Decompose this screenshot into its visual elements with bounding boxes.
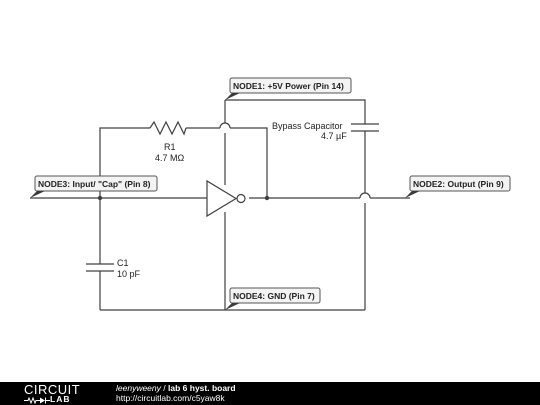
svg-text:NODE3: Input/ "Cap" (Pin 8): NODE3: Input/ "Cap" (Pin 8) [38, 179, 151, 189]
circuit-url[interactable]: http://circuitlab.com/c5yaw8k [116, 393, 225, 403]
wires [30, 99, 410, 311]
logo-text-top: CIRCUIT [24, 382, 81, 397]
bypass-value: 4.7 µF [321, 131, 347, 141]
node1-label: NODE1: +5V Power (Pin 14) [225, 77, 352, 100]
svg-text:NODE1: +5V Power (Pin 14): NODE1: +5V Power (Pin 14) [233, 81, 344, 91]
inverter-gate [206, 179, 246, 218]
r1-value: 4.7 MΩ [155, 153, 185, 163]
wire-feedback-hop [219, 122, 231, 129]
junction-input-left [97, 195, 103, 201]
junction-output [264, 195, 270, 201]
c1-value: 10 pF [117, 269, 141, 279]
wire-feedback-left [99, 127, 150, 198]
node2-label: NODE2: Output (Pin 9) [405, 175, 511, 198]
wire-power-rail [225, 99, 366, 124]
wire-feedback-down [230, 127, 268, 198]
resistor-r1 [149, 120, 187, 136]
bypass-name: Bypass Capacitor [272, 121, 343, 131]
circuitlab-logo[interactable]: CIRCUIT LAB [24, 382, 94, 405]
circuit-meta: leenyweeny / lab 6 hyst. board http://ci… [116, 383, 236, 403]
logo-mark-icon [24, 397, 50, 404]
footer-bar: CIRCUIT LAB leenyweeny / lab 6 hyst. boa… [0, 382, 540, 405]
circuit-title[interactable]: lab 6 hyst. board [168, 383, 236, 393]
svg-text:NODE2: Output (Pin 9): NODE2: Output (Pin 9) [413, 179, 504, 189]
r1-name: R1 [164, 142, 176, 152]
logo-text-bottom: LAB [50, 394, 71, 404]
author-link[interactable]: leenyweeny [116, 383, 161, 393]
meta-separator: / [163, 383, 166, 393]
node4-label: NODE4: GND (Pin 7) [225, 287, 321, 310]
capacitor-c1 [86, 263, 114, 272]
wire-output-hop [359, 192, 371, 199]
svg-text:NODE4: GND (Pin 7): NODE4: GND (Pin 7) [233, 291, 315, 301]
capacitor-bypass [351, 123, 379, 132]
c1-name: C1 [117, 258, 129, 268]
node3-label: NODE3: Input/ "Cap" (Pin 8) [30, 175, 158, 198]
